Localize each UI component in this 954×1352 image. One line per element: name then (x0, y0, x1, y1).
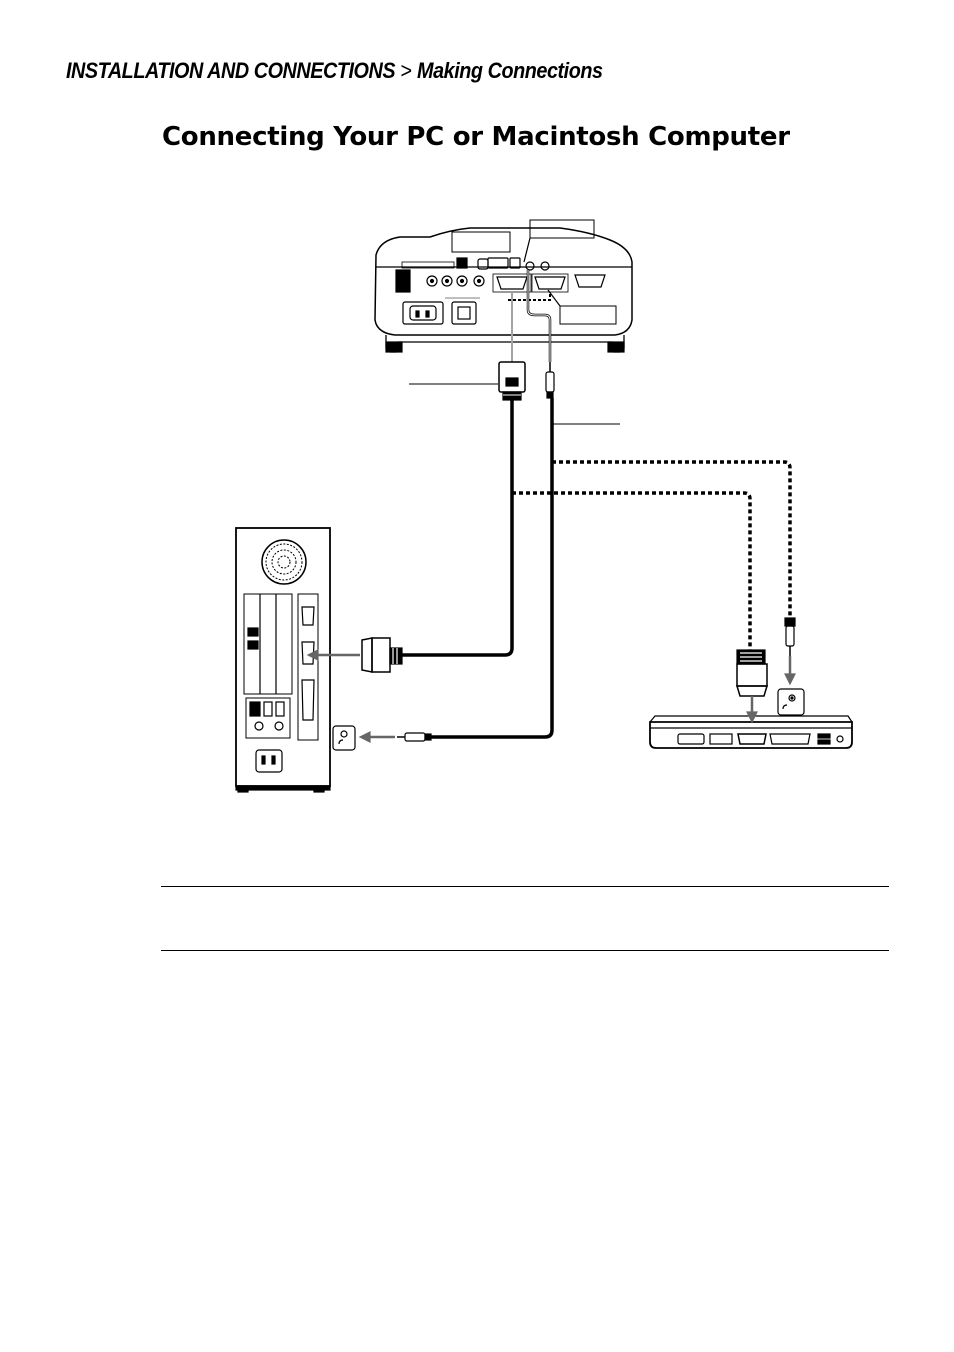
note-top-rule (161, 886, 889, 887)
projector-illustration (374, 219, 633, 353)
page-title: Connecting Your PC or Macintosh Computer (162, 122, 790, 152)
note-bottom-rule (161, 950, 889, 951)
projector-cables (400, 270, 792, 739)
breadcrumb-section: INSTALLATION AND CONNECTIONS (66, 58, 396, 83)
laptop-illustration (649, 617, 853, 749)
breadcrumb: INSTALLATION AND CONNECTIONS>Making Conn… (66, 58, 603, 84)
desktop-pc-illustration (235, 527, 432, 793)
breadcrumb-subsection: Making Connections (417, 58, 603, 83)
breadcrumb-separator: > (400, 58, 413, 83)
